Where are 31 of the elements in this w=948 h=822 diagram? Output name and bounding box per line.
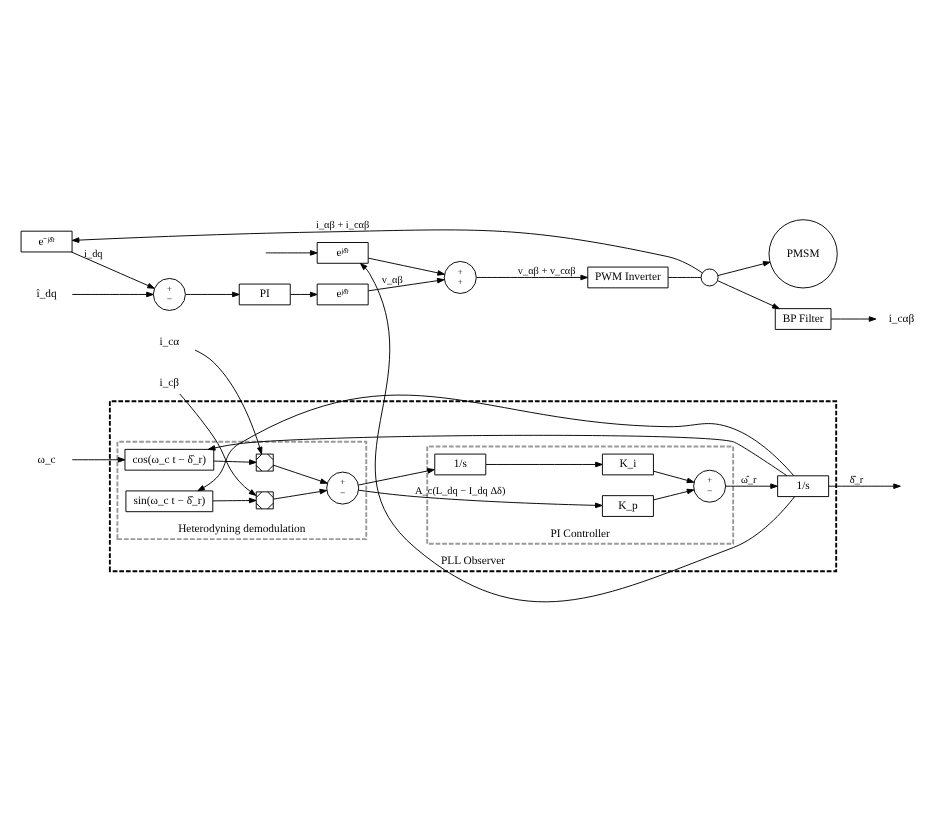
- arrow: [367, 257, 445, 276]
- arrow: [179, 393, 257, 496]
- arrow: [194, 349, 263, 455]
- arrow: [212, 497, 257, 504]
- arrow: [213, 459, 257, 465]
- arrow: [725, 483, 778, 489]
- arrow: [360, 262, 795, 603]
- arrow: [485, 461, 603, 468]
- arrow: [71, 291, 154, 298]
- arrow: [717, 280, 780, 310]
- arrow: [653, 470, 695, 484]
- arrow: [71, 229, 703, 274]
- node-circle: [700, 268, 719, 287]
- arrow: [828, 483, 901, 489]
- arrow: [197, 394, 795, 492]
- arrow: [185, 291, 240, 298]
- arrow: [207, 434, 788, 477]
- arrow: [830, 316, 877, 322]
- connector: [667, 277, 702, 278]
- arrow: [358, 489, 603, 509]
- arrow: [272, 488, 328, 500]
- arrow: [358, 468, 435, 486]
- arrow: [653, 488, 695, 501]
- arrow: [272, 464, 328, 484]
- arrow: [70, 251, 155, 289]
- arrow: [290, 291, 318, 298]
- arrow: [717, 261, 771, 276]
- arrow: [71, 456, 126, 463]
- arrow: [367, 277, 445, 292]
- arrow: [476, 274, 588, 281]
- arrow: [265, 250, 318, 256]
